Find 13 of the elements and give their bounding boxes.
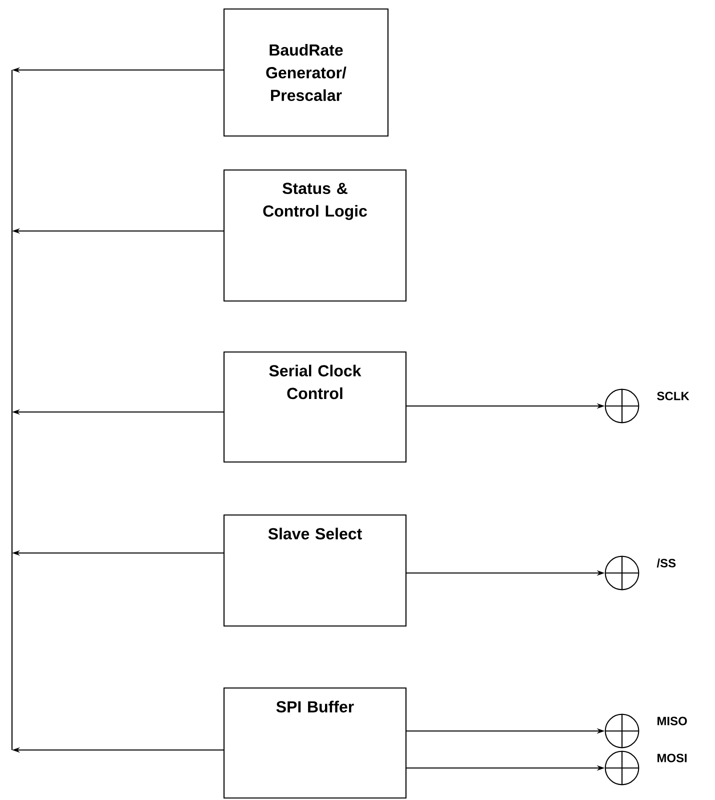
terminal-symbol bbox=[604, 714, 640, 748]
pin-label: SCLK bbox=[657, 392, 690, 400]
process-box: SPI Buffer bbox=[224, 687, 407, 799]
process-box: Status & Control Logic bbox=[224, 169, 407, 302]
pin-label: MISO bbox=[658, 716, 687, 726]
pin-label: /SS bbox=[656, 558, 676, 568]
process-box: Serial Clock Control bbox=[224, 352, 407, 463]
process-box: Slave Select bbox=[224, 514, 407, 627]
terminal-symbol bbox=[604, 388, 640, 424]
terminal-symbol bbox=[604, 750, 640, 786]
process-box: BaudRate Generator/ Prescalar bbox=[224, 8, 389, 137]
pin-label: MOSI bbox=[658, 754, 687, 762]
terminal-symbol bbox=[604, 556, 640, 590]
